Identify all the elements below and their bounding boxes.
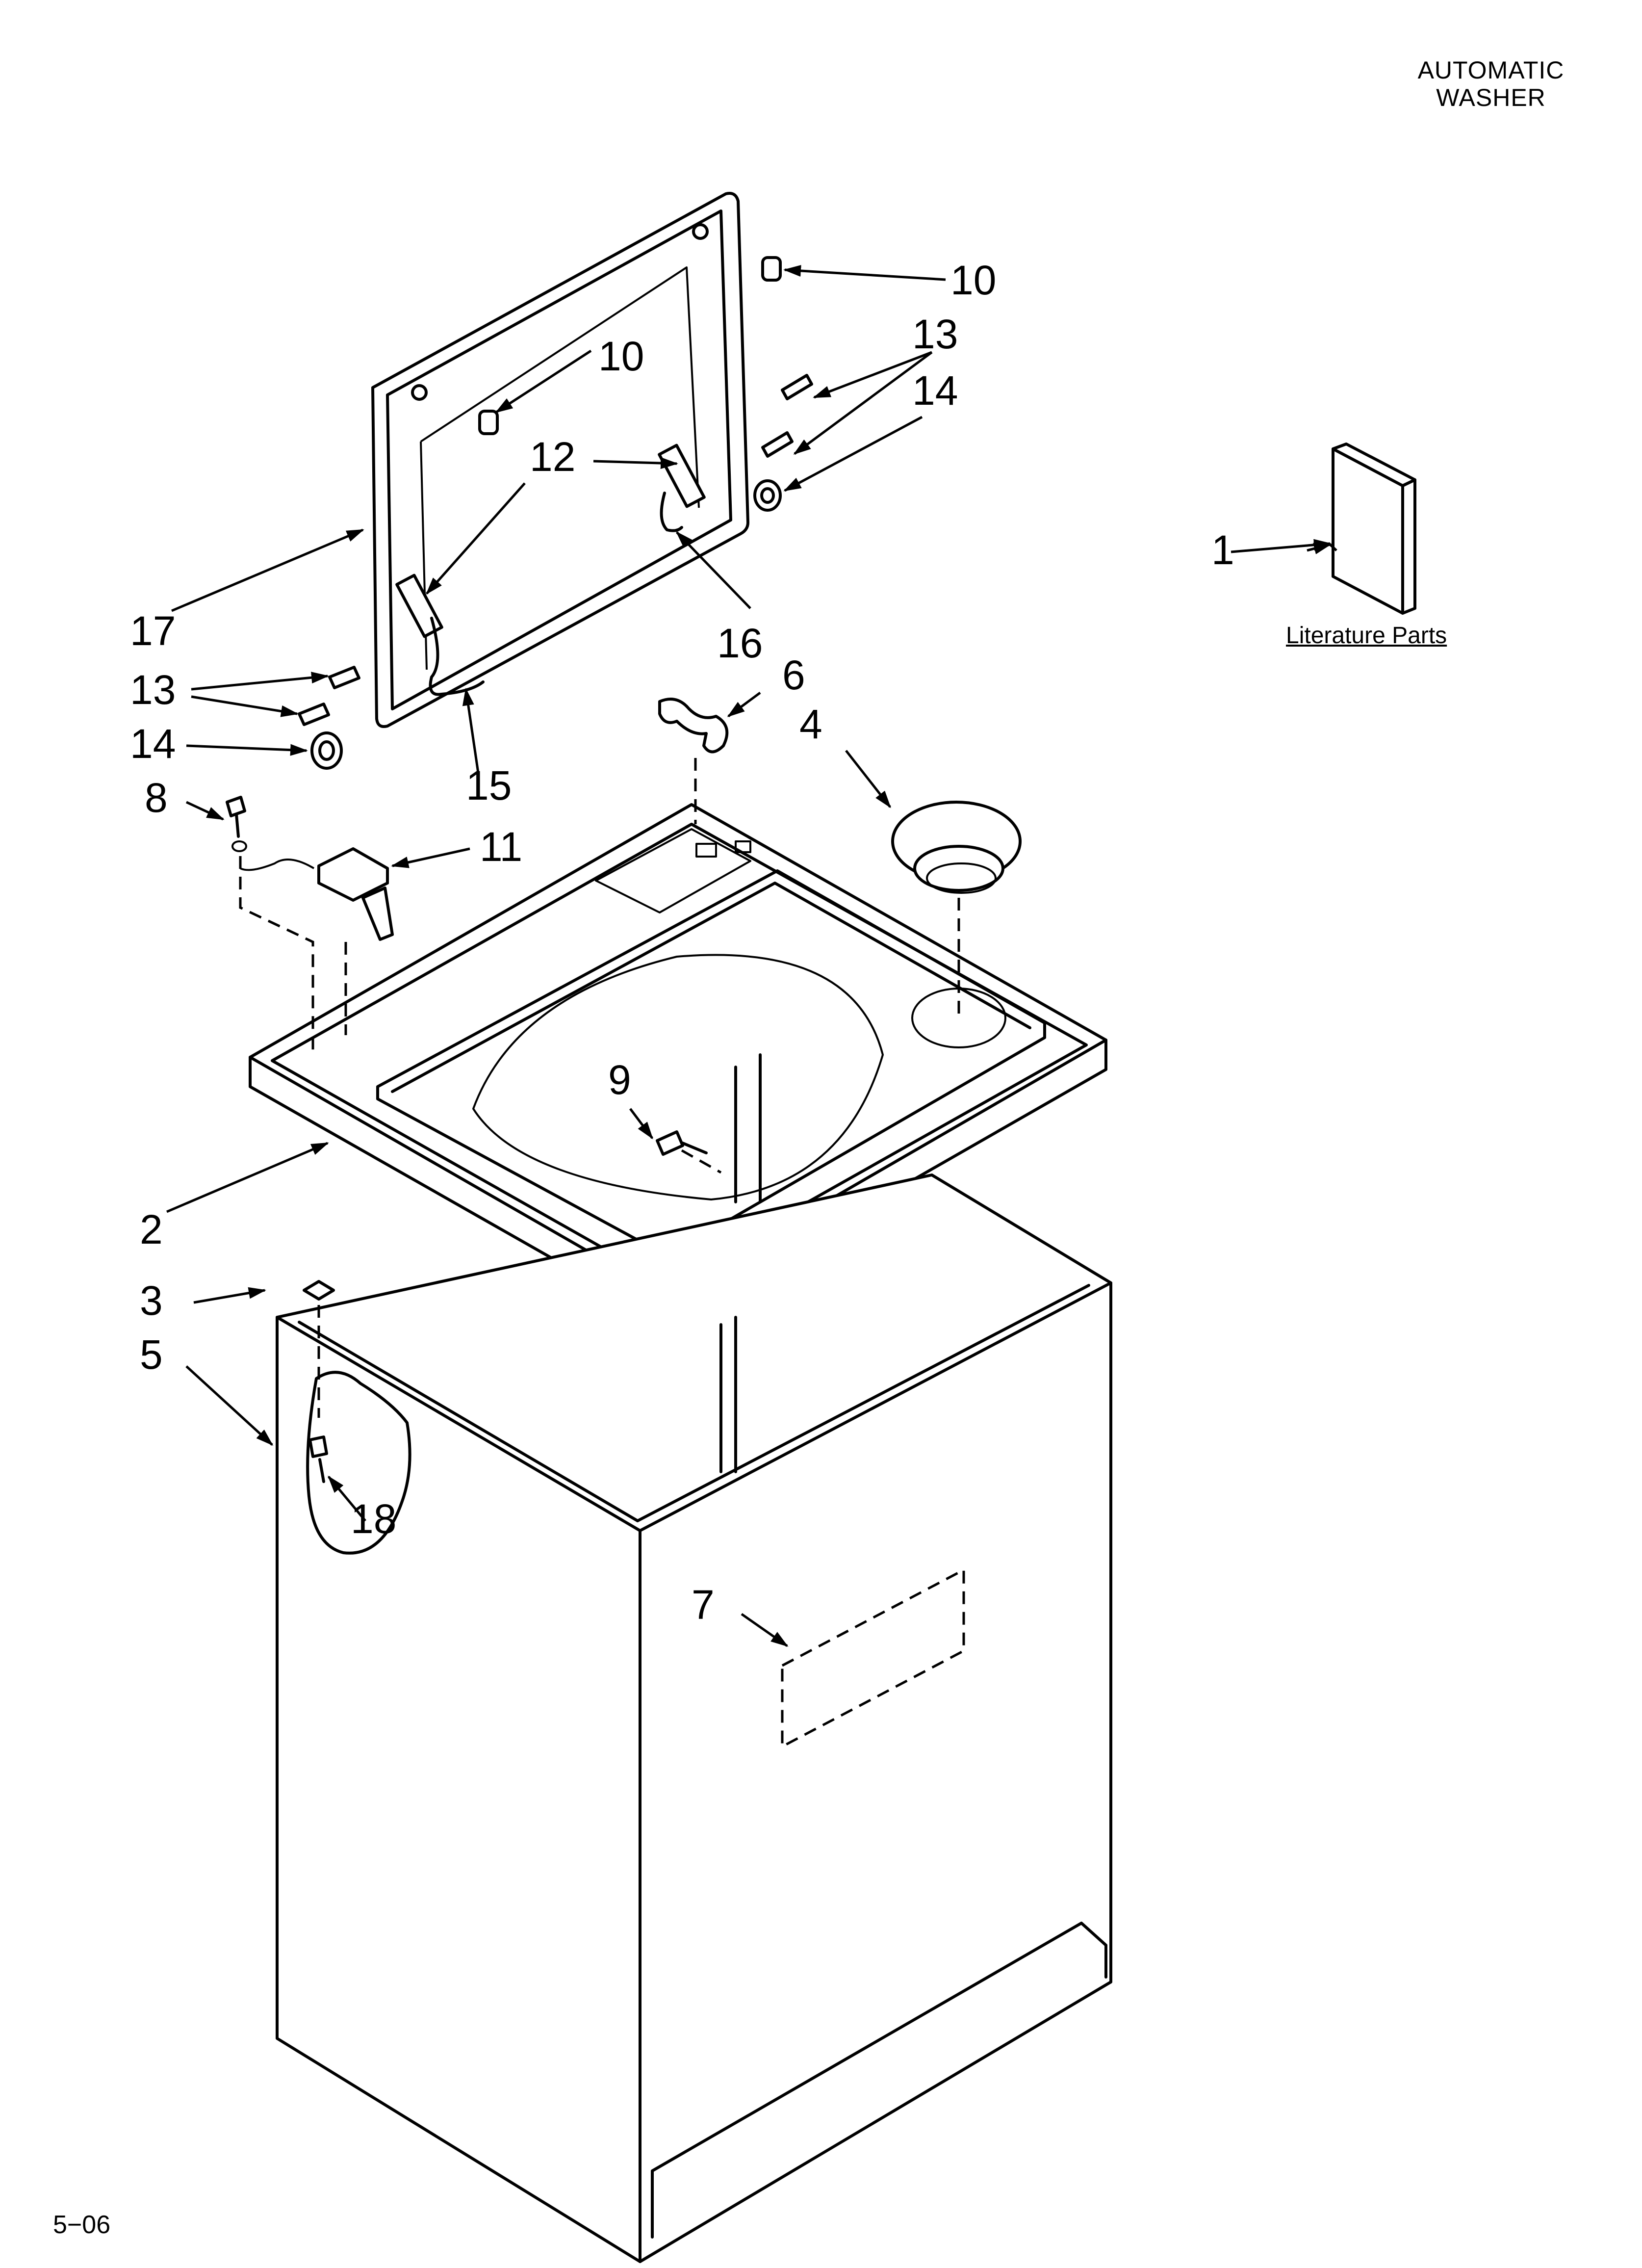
callout-12: 12 <box>530 434 575 480</box>
callout-13-right: 13 <box>912 311 958 357</box>
literature-parts-label: Literature Parts <box>1286 623 1447 649</box>
lid-assembly <box>371 192 749 728</box>
callout-17: 17 <box>130 608 176 654</box>
assembly-lines <box>239 758 960 1418</box>
page-number: 5−06 <box>53 2211 111 2239</box>
diagram-header: AUTOMATIC WASHER <box>1412 56 1569 111</box>
wiring-label-outline <box>781 1567 965 1749</box>
leader-arrows <box>166 265 1337 1647</box>
callout-9: 9 <box>608 1057 631 1103</box>
callout-3: 3 <box>140 1277 163 1324</box>
callout-4: 4 <box>799 701 822 747</box>
literature-booklet <box>1332 443 1416 615</box>
callout-2: 2 <box>140 1206 163 1252</box>
callout-13-left: 13 <box>130 667 176 713</box>
callout-11: 11 <box>480 824 522 870</box>
wire-clip <box>658 698 729 754</box>
callout-16: 16 <box>717 620 763 666</box>
cabinet <box>276 1173 1112 2263</box>
callout-labels: 1 2 3 4 5 6 7 8 9 10 10 11 12 13 13 14 1… <box>130 257 1234 1628</box>
callout-10-top: 10 <box>950 257 996 303</box>
callout-5: 5 <box>140 1331 163 1378</box>
screw-9 <box>656 1130 708 1156</box>
callout-1: 1 <box>1211 527 1234 573</box>
header-line-1: AUTOMATIC <box>1417 56 1565 84</box>
lid-bumpers-screws <box>298 256 813 770</box>
header-line-2: WASHER <box>1436 84 1546 111</box>
callout-14-left: 14 <box>130 721 176 767</box>
callout-8: 8 <box>145 775 168 821</box>
callout-15: 15 <box>466 762 512 808</box>
bleach-dispenser <box>891 801 1022 894</box>
callout-7: 7 <box>692 1582 715 1628</box>
callout-14-right: 14 <box>912 367 958 414</box>
callout-10-lid: 10 <box>598 333 644 379</box>
lid-switch <box>226 796 394 941</box>
callout-6: 6 <box>782 652 805 698</box>
callout-18: 18 <box>351 1496 396 1542</box>
